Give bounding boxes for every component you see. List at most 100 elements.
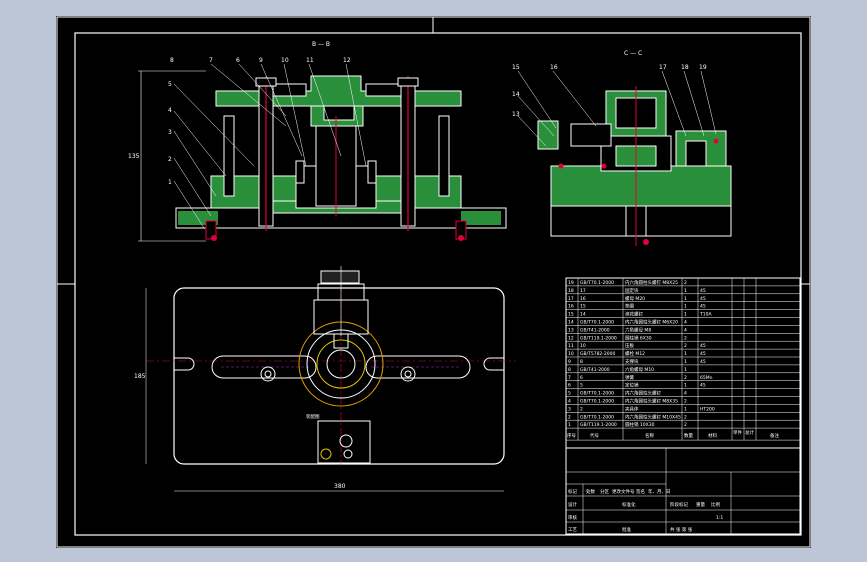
callout-16: 16 (550, 64, 558, 71)
callout-2: 2 (168, 156, 172, 163)
bom-no: 9 (568, 359, 571, 365)
bom-name: 垫圈 (625, 303, 634, 310)
bom-code: 6 (580, 375, 583, 381)
section-label-side: C — C (624, 50, 642, 57)
bom-qty: 2 (684, 375, 687, 381)
callout-18: 18 (681, 64, 689, 71)
bom-no: 3 (568, 406, 571, 412)
bom-code: 16 (580, 296, 586, 302)
bom-qty: 4 (684, 327, 687, 333)
tb-sheji: 设计 (568, 501, 577, 508)
bom-name: 内六角圆柱头螺钉 (625, 390, 661, 397)
bom-mat: 45 (700, 351, 706, 357)
bom-no: 11 (568, 343, 574, 349)
bom-qty: 1 (684, 312, 687, 318)
bom-mat: 45 (700, 383, 706, 389)
dim-plan-width: 380 (334, 483, 346, 490)
bom-code: 14 (580, 312, 586, 318)
bom-name: 螺母 M20 (625, 295, 645, 302)
callout-17: 17 (659, 64, 667, 71)
tb-scale: 比例 (711, 501, 720, 508)
tb-shenhe: 审核 (568, 514, 577, 521)
bom-name: 六角螺母 M10 (625, 366, 654, 373)
bom-no: 18 (568, 288, 574, 294)
callout-3: 3 (168, 129, 172, 136)
bom-code: GB/T70.1-2000 (580, 399, 614, 405)
bom-code: GB/T5782-2000 (580, 351, 616, 357)
bom-mat: 45 (700, 296, 706, 302)
bom-no: 1 (568, 422, 571, 428)
bom-mat: HT200 (700, 406, 715, 412)
dim-front-height: 135 (128, 153, 140, 160)
bom-code: 17 (580, 288, 586, 294)
bom-code: 8 (580, 359, 583, 365)
tb-qianming: 签名 (636, 488, 645, 495)
bom-no: 17 (568, 296, 574, 302)
bom-no: 10 (568, 351, 574, 357)
bom-header-remark: 备注 (770, 432, 779, 439)
callout-9: 9 (259, 57, 263, 64)
callout-14: 14 (512, 91, 520, 98)
bom-name: 压板 (625, 342, 634, 349)
tb-date: 年、月、日 (648, 488, 671, 495)
tb-stage: 阶段标记 (670, 501, 688, 508)
callout-11: 11 (306, 57, 314, 64)
bom-qty: 2 (684, 414, 687, 420)
bom-header-qty: 数量 (684, 432, 693, 439)
bom-mat: 45 (700, 359, 706, 365)
bom-qty: 1 (684, 367, 687, 373)
bom-no: 13 (568, 327, 574, 333)
title-block: 标记 处数 分区 更改文件号 签名 年、月、日 设计 标准化 审核 工艺 批准 … (565, 447, 801, 535)
dim-plan-height: 185 (134, 373, 146, 380)
bom-qty: 1 (684, 296, 687, 302)
tb-pizhun: 批准 (622, 526, 631, 533)
bom-name: 滚花螺钉 (625, 311, 643, 318)
inner-frame (74, 32, 802, 536)
plan-note: 装配图 (306, 413, 320, 420)
callout-19: 19 (699, 64, 707, 71)
drawing-sheet: B — B (56, 16, 811, 548)
tb-chushu: 处数 (586, 488, 595, 495)
tb-gongyi: 工艺 (568, 527, 577, 533)
bom-mat: 45 (700, 288, 706, 294)
bom-code: GB/T70.1-2000 (580, 391, 614, 397)
bom-name: 固定块 (625, 287, 639, 294)
callout-5: 5 (168, 81, 172, 88)
bom-code: GB/T119.1-2000 (580, 335, 617, 341)
tb-genggai: 更改文件号 (612, 488, 635, 495)
bom-header-no: 序号 (567, 432, 576, 439)
bom-mat: 45 (700, 304, 706, 310)
bom-no: 7 (568, 375, 571, 381)
bom-mat: T10A (699, 312, 712, 318)
callout-4: 4 (168, 107, 172, 114)
bom-qty: 1 (684, 304, 687, 310)
tb-weight: 重量 (696, 501, 705, 508)
bom-name: 夹具体 (625, 405, 639, 412)
bom-code: GB/T70.1-2000 (580, 414, 614, 420)
bom-qty: 1 (684, 351, 687, 357)
bom-qty: 1 (684, 383, 687, 389)
callout-10: 10 (281, 57, 289, 64)
bom-name: 六角螺母 M8 (625, 326, 651, 333)
bom-qty: 2 (684, 335, 687, 341)
plan-view: 装配图 185 380 (134, 266, 516, 492)
callout-7: 7 (209, 57, 213, 64)
side-section-view: C — C 15 16 17 18 19 (512, 50, 732, 246)
tb-scale-value: 1:1 (716, 515, 723, 521)
bom-code: 10 (580, 343, 586, 349)
bom-code: 15 (580, 304, 586, 310)
cad-drawing: B — B (56, 16, 811, 548)
bom-name: 圆柱销 10X30 (625, 421, 655, 428)
front-callouts: 8 7 6 9 10 11 12 5 4 3 2 1 (168, 57, 351, 186)
bom-name: 弹簧 (625, 374, 634, 381)
bom-no: 16 (568, 304, 574, 310)
bom-name: 内六角圆柱头螺钉 M8X25 (625, 279, 678, 286)
bom-mat: 45 (700, 343, 706, 349)
bom-no: 14 (568, 320, 574, 326)
side-callouts: 15 16 17 18 19 14 13 (512, 64, 707, 118)
bom-qty: 2 (684, 422, 687, 428)
bom-qty: 2 (684, 280, 687, 286)
section-label-front: B — B (312, 41, 330, 48)
callout-12: 12 (343, 57, 351, 64)
